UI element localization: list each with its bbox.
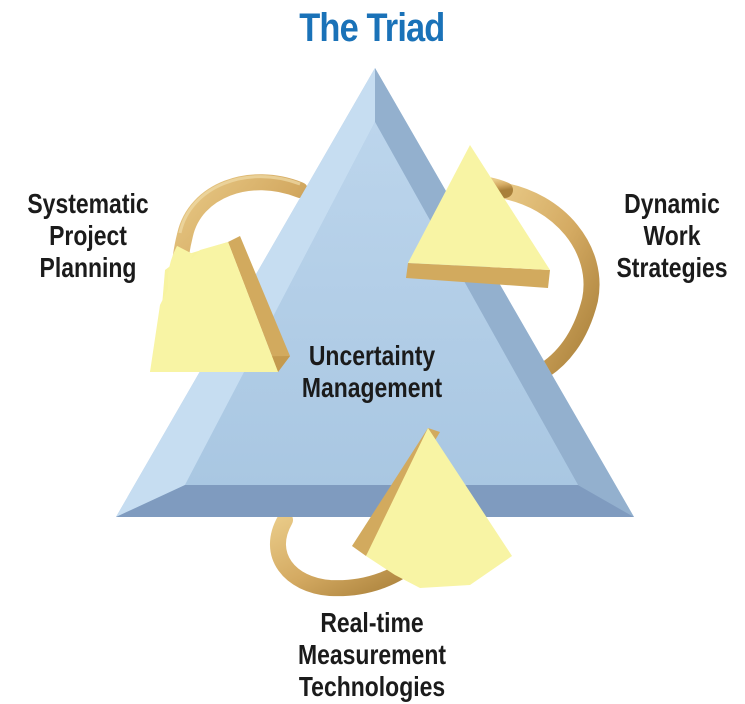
label-left-line1: Systematic — [27, 188, 149, 219]
label-left-line2: Project — [49, 220, 127, 251]
label-center-line1: Uncertainty — [308, 340, 436, 371]
label-uncertainty-management: Uncertainty Management — [282, 340, 462, 404]
bottom-arrow-head — [352, 428, 512, 588]
label-bottom-line2: Measurement — [297, 639, 447, 670]
label-real-time-measurement-technologies: Real-time Measurement Technologies — [282, 607, 462, 703]
left-arrow-head — [150, 236, 290, 372]
label-dynamic-work-strategies: Dynamic Work Strategies — [606, 188, 737, 284]
label-right-line3: Strategies — [616, 252, 728, 283]
label-systematic-project-planning: Systematic Project Planning — [22, 188, 153, 284]
label-right-line1: Dynamic — [624, 188, 720, 219]
right-arrow-head — [406, 145, 550, 288]
label-center-line2: Management — [301, 372, 443, 403]
label-right-line2: Work — [643, 220, 701, 251]
label-bottom-line3: Technologies — [298, 671, 446, 702]
diagram-title: The Triad — [299, 6, 445, 50]
left-arrow-band-inner — [178, 175, 301, 234]
label-bottom-line1: Real-time — [320, 607, 424, 638]
right-arrow-band — [492, 182, 600, 378]
label-left-line3: Planning — [39, 252, 137, 283]
